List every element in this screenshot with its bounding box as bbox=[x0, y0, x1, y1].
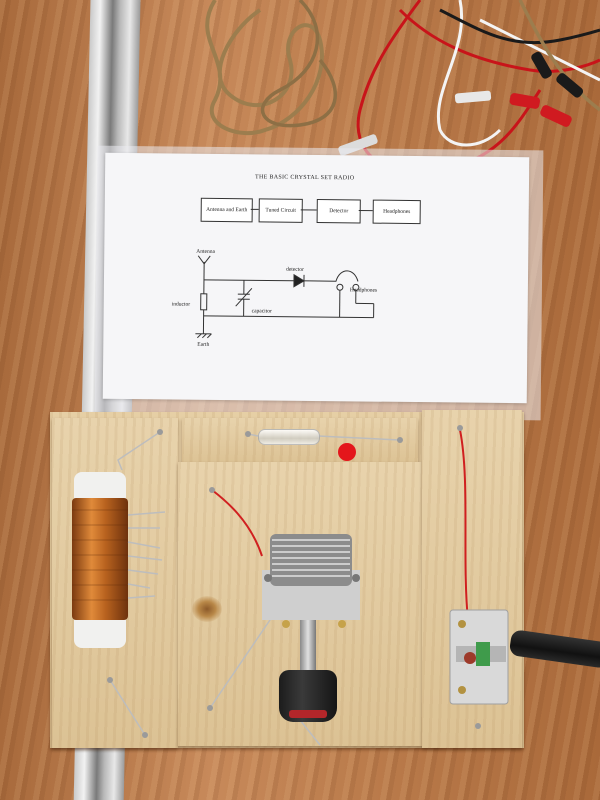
variable-capacitor bbox=[262, 534, 360, 628]
circuit-schematic bbox=[195, 208, 375, 339]
crystal-detector-diode bbox=[258, 429, 320, 445]
tuning-shaft bbox=[300, 620, 316, 675]
top-plank bbox=[182, 418, 418, 464]
red-marker-dot bbox=[338, 443, 356, 461]
tuning-knob bbox=[279, 670, 337, 722]
inductor-coil bbox=[72, 472, 128, 648]
headphone-jack bbox=[449, 609, 509, 705]
wood-knot bbox=[192, 596, 222, 622]
circuit-diagram-sheet: THE BASIC CRYSTAL SET RADIO Antenna and … bbox=[102, 152, 530, 404]
